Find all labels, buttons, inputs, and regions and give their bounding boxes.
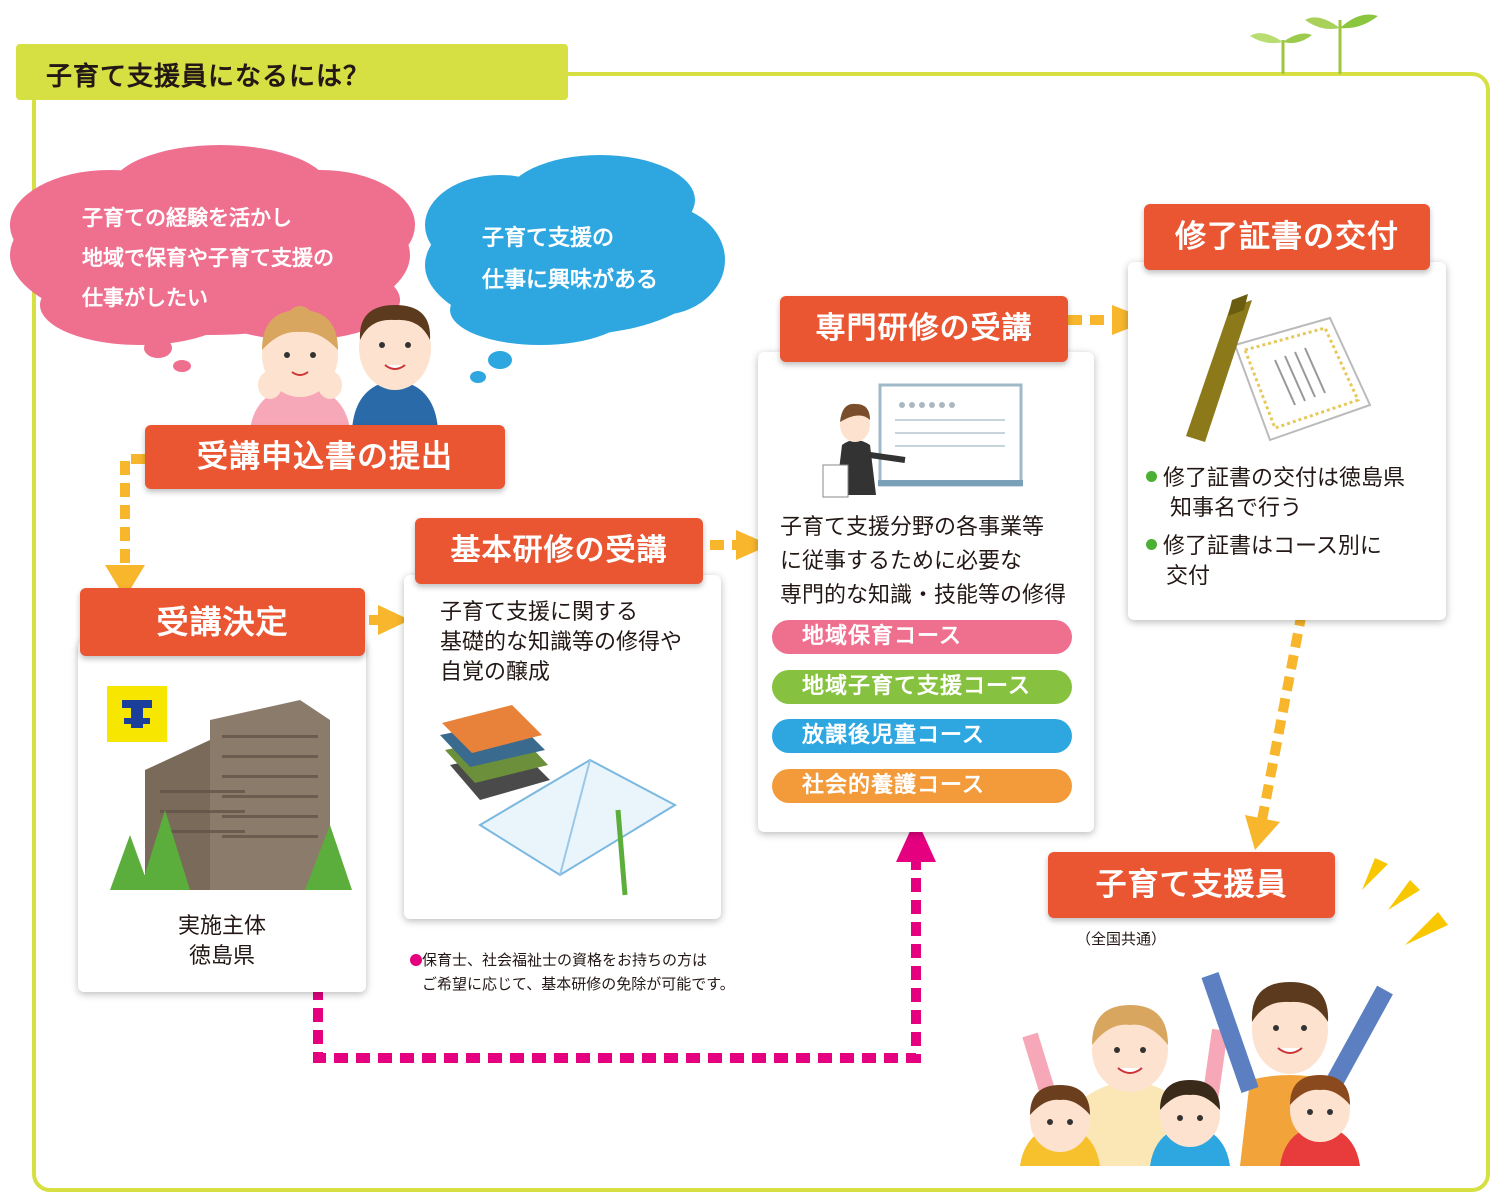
certificate-bullet-1-line1: 修了証書の交付は徳島県 — [1163, 466, 1406, 491]
arrow-certificate-to-result — [1257, 611, 1307, 821]
title-tab: 子育て支援員になるには？ — [16, 44, 568, 100]
course-social-care: 社会的養護コース — [772, 769, 1072, 803]
prefecture-office-illustration — [107, 686, 352, 890]
woman-figure — [250, 306, 350, 430]
certificate-bullet-1-line2: 知事名で行う — [1170, 496, 1303, 521]
organizer-label: 実施主体 — [177, 914, 266, 939]
note-line-1: 保育士、社会福祉士の資格をお持ちの方は — [422, 951, 708, 969]
certificate-card — [1128, 262, 1446, 620]
pink-cloud-line: 子育ての経験を活かし — [82, 206, 292, 230]
result-subtitle: （全国共通） — [1076, 930, 1167, 948]
note-line-2: ご希望に応じて、基本研修の免除が可能です。 — [422, 975, 735, 993]
arrow-exemption-to-specialized — [313, 860, 921, 1063]
sprout-icon — [1250, 14, 1378, 74]
pink-cloud-text: 子育ての経験を活かし 地域で保育や子育て支援の 仕事がしたい — [82, 198, 334, 318]
blue-cloud-line: 仕事に興味がある — [482, 268, 659, 293]
page-title: 子育て支援員になるには？ — [46, 62, 371, 92]
step-basic-label: 基本研修の受講 — [415, 518, 703, 584]
course-after-school: 放課後児童コース — [772, 719, 1072, 753]
step-specialized-label: 専門研修の受講 — [780, 296, 1068, 362]
specialized-card-line: 専門的な知識・技能等の修得 — [780, 583, 1067, 608]
certificate-bullet-1: 修了証書の交付は徳島県 知事名で行う — [1146, 464, 1405, 524]
certificate-bullet-2: 修了証書はコース別に 交付 — [1146, 532, 1382, 592]
basic-card-line: 基礎的な知識等の修得や — [440, 630, 683, 655]
step-certificate-label: 修了証書の交付 — [1144, 204, 1430, 270]
note-bullet-icon — [410, 954, 422, 966]
exemption-note: 保育士、社会福祉士の資格をお持ちの方は ご希望に応じて、基本研修の免除が可能です… — [410, 948, 735, 996]
bullet-dot-icon — [1146, 539, 1157, 550]
certificate-bullet-2-line2: 交付 — [1166, 564, 1211, 589]
lecturer-illustration — [822, 383, 1023, 498]
blue-thought-cloud — [425, 155, 725, 383]
happy-family-illustration — [1020, 972, 1393, 1166]
bullet-dot-icon — [1146, 471, 1157, 482]
step-decision-label: 受講決定 — [80, 588, 365, 656]
specialized-card-line: に従事するために必要な — [780, 549, 1023, 574]
specialized-card-line: 子育て支援分野の各事業等 — [780, 515, 1045, 540]
step-application-label: 受講申込書の提出 — [145, 425, 505, 489]
family-mother — [1022, 1005, 1228, 1166]
blue-cloud-text: 子育て支援の 仕事に興味がある — [482, 218, 658, 302]
family-child-right — [1280, 1075, 1360, 1166]
basic-card-line: 子育て支援に関する — [440, 600, 639, 625]
pink-cloud-line: 仕事がしたい — [82, 286, 208, 310]
family-child-left — [1020, 1085, 1100, 1166]
books-illustration — [440, 705, 678, 896]
certificate-bullet-2-line1: 修了証書はコース別に — [1163, 534, 1382, 559]
organizer-name: 徳島県 — [188, 944, 255, 969]
celebration-sparkle-icon — [1362, 858, 1448, 945]
arrow-application-to-decision — [120, 454, 145, 570]
basic-card-text: 子育て支援に関する 基礎的な知識等の修得や 自覚の醸成 — [440, 598, 682, 688]
course-community-childcare: 地域保育コース — [772, 620, 1072, 654]
step-result-label: 子育て支援員 — [1048, 852, 1335, 918]
course-community-support: 地域子育て支援コース — [772, 670, 1072, 704]
pink-cloud-line: 地域で保育や子育て支援の — [82, 246, 334, 270]
thinking-people-illustration — [250, 305, 438, 430]
man-figure — [352, 305, 438, 430]
decision-card-text: 実施主体 徳島県 — [78, 912, 366, 972]
clouds-illustration — [10, 145, 725, 383]
blue-cloud-line: 子育て支援の — [482, 226, 615, 251]
certificate-illustration — [1186, 294, 1372, 442]
basic-card-line: 自覚の醸成 — [440, 660, 551, 685]
specialized-card-text: 子育て支援分野の各事業等 に従事するために必要な 専門的な知識・技能等の修得 — [780, 511, 1066, 613]
pink-thought-cloud — [10, 145, 415, 372]
family-child-center — [1150, 1080, 1230, 1166]
